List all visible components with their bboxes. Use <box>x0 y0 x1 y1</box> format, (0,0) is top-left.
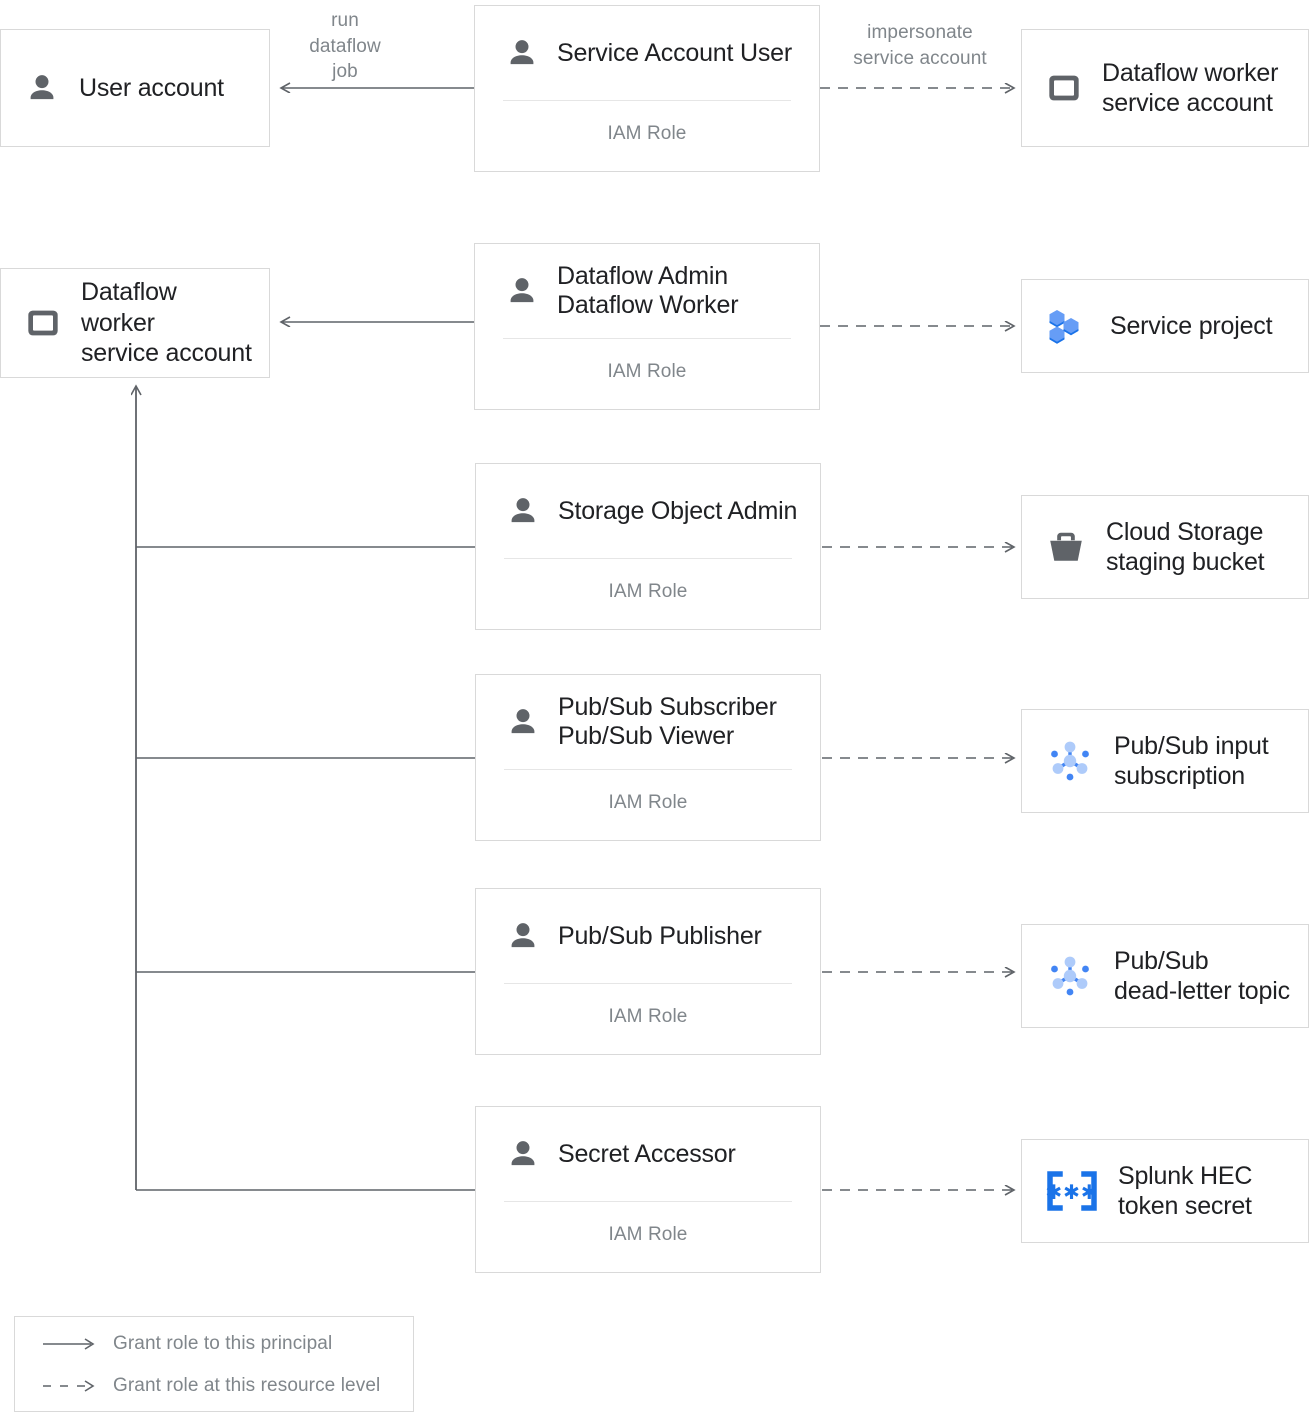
node-cloud-storage-staging-bucket[interactable]: Cloud Storage staging bucket <box>1021 495 1309 599</box>
svg-text:✱✱✱: ✱✱✱ <box>1045 1182 1098 1204</box>
node-service-project[interactable]: Service project <box>1021 279 1309 373</box>
person-icon <box>510 278 534 303</box>
window-icon <box>1049 75 1079 101</box>
node-role-secret-accessor[interactable]: Secret Accessor IAM Role <box>475 1106 821 1273</box>
bucket-icon <box>1050 532 1082 561</box>
secret-icon: ✱✱✱ <box>1045 1171 1098 1211</box>
role-subtitle: IAM Role <box>608 1006 688 1027</box>
legend-row-dashed: Grant role at this resource level <box>41 1375 380 1397</box>
window-icon <box>28 310 58 336</box>
role-label: Storage Object Admin <box>558 496 798 525</box>
legend: Grant role to this principal Grant role … <box>14 1316 414 1412</box>
role-header: Service Account User <box>475 6 819 100</box>
role-label: Pub/Sub Publisher <box>558 921 762 950</box>
legend-row-solid: Grant role to this principal <box>41 1333 332 1355</box>
divider <box>503 100 791 101</box>
role-header: Dataflow Admin Dataflow Worker <box>475 244 819 338</box>
solid-arrow-icon <box>43 1338 95 1350</box>
role-header: Pub/Sub Subscriber Pub/Sub Viewer <box>476 675 820 769</box>
divider <box>504 983 792 984</box>
divider <box>504 769 792 770</box>
divider <box>504 1201 792 1202</box>
role-header: Storage Object Admin <box>476 464 820 558</box>
person-icon <box>511 1141 535 1166</box>
legend-label-dashed: Grant role at this resource level <box>113 1375 381 1396</box>
node-role-pubsub-subscriber-viewer[interactable]: Pub/Sub Subscriber Pub/Sub Viewer IAM Ro… <box>475 674 821 841</box>
node-label: User account <box>79 73 224 102</box>
role-subtitle: IAM Role <box>607 123 687 144</box>
node-pubsub-dead-letter-topic[interactable]: Pub/Sub dead-letter topic <box>1021 924 1309 1028</box>
node-label: Service project <box>1110 311 1273 340</box>
node-role-storage-object-admin[interactable]: Storage Object Admin IAM Role <box>475 463 821 630</box>
node-role-pubsub-publisher[interactable]: Pub/Sub Publisher IAM Role <box>475 888 821 1055</box>
node-pubsub-input-subscription[interactable]: Pub/Sub input subscription <box>1021 709 1309 813</box>
person-icon <box>511 498 535 523</box>
node-label: Dataflow worker service account <box>81 278 252 368</box>
dashed-arrow-icon <box>43 1380 95 1392</box>
node-label: Pub/Sub input subscription <box>1114 731 1269 791</box>
node-label: Pub/Sub dead-letter topic <box>1114 946 1290 1006</box>
role-label: Service Account User <box>557 38 792 67</box>
node-role-dataflow-admin-worker[interactable]: Dataflow Admin Dataflow Worker IAM Role <box>474 243 820 410</box>
node-user-account[interactable]: User account <box>0 29 270 147</box>
edge-label-impersonate-service-account: impersonate service account <box>853 22 987 69</box>
node-label: Cloud Storage staging bucket <box>1106 517 1265 577</box>
person-icon <box>510 40 534 65</box>
role-header: Secret Accessor <box>476 1107 820 1201</box>
node-label: Splunk HEC token secret <box>1118 1161 1253 1221</box>
person-icon <box>30 75 54 100</box>
edge-label-run-dataflow-job: run dataflow job <box>309 10 381 83</box>
node-service-account-user[interactable]: Service Account User IAM Role <box>474 5 820 172</box>
role-label: Pub/Sub Subscriber Pub/Sub Viewer <box>558 693 777 750</box>
node-label: Dataflow worker service account <box>1102 58 1279 118</box>
node-splunk-hec-token-secret[interactable]: ✱✱✱ Splunk HEC token secret <box>1021 1139 1309 1243</box>
person-icon <box>511 709 535 734</box>
role-subtitle: IAM Role <box>608 792 688 813</box>
node-dataflow-worker-service-account-top[interactable]: Dataflow worker service account <box>1021 29 1309 147</box>
divider <box>504 558 792 559</box>
pubsub-icon <box>1051 956 1089 996</box>
node-dataflow-worker-service-account-left[interactable]: Dataflow worker service account <box>0 268 270 378</box>
role-header: Pub/Sub Publisher <box>476 889 820 983</box>
person-icon <box>511 923 535 948</box>
divider <box>503 338 791 339</box>
role-subtitle: IAM Role <box>607 361 687 382</box>
role-subtitle: IAM Role <box>608 1224 688 1245</box>
role-subtitle: IAM Role <box>608 581 688 602</box>
pubsub-icon <box>1051 741 1089 781</box>
role-label: Secret Accessor <box>558 1139 736 1168</box>
hexagons-icon <box>1049 310 1079 344</box>
role-label: Dataflow Admin Dataflow Worker <box>557 262 739 319</box>
legend-label-solid: Grant role to this principal <box>113 1333 333 1354</box>
